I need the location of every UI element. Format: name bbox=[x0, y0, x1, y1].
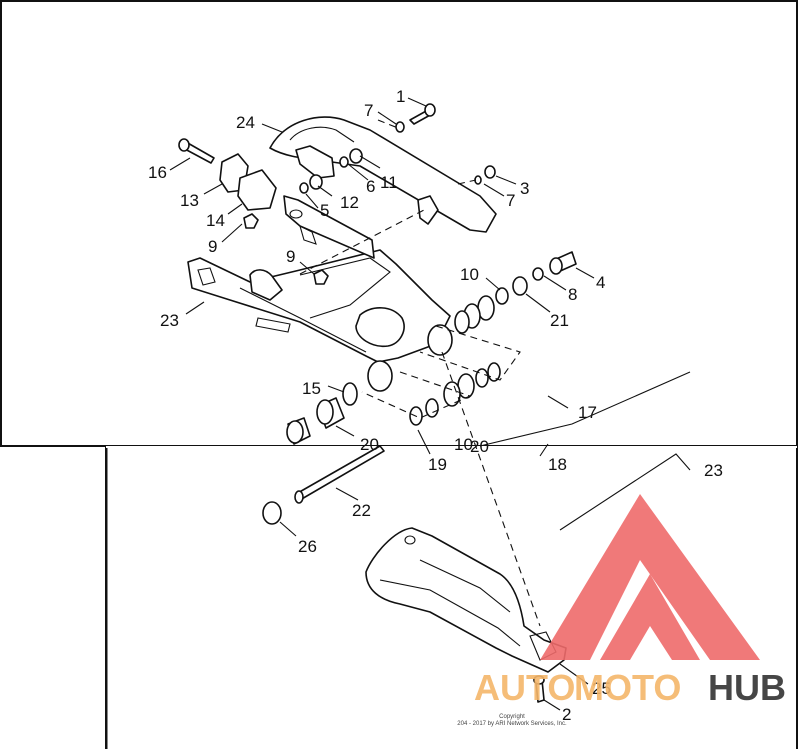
watermark-logo: AUTO MOTO HUB bbox=[474, 494, 786, 708]
callout-labels: 1 7 24 16 13 14 9 9 5 12 6 11 3 7 4 8 10… bbox=[148, 87, 723, 724]
callout-15: 15 bbox=[302, 379, 321, 398]
callout-14: 14 bbox=[206, 211, 225, 230]
copyright-notice: Copyright 204 - 2017 by ARI Network Serv… bbox=[452, 714, 572, 728]
callout-8: 8 bbox=[568, 285, 577, 304]
callout-20: 20 bbox=[360, 435, 379, 454]
logo-text-hub: HUB bbox=[708, 667, 786, 708]
callout-13: 13 bbox=[180, 191, 199, 210]
callout-26: 26 bbox=[298, 537, 317, 556]
callout-22: 22 bbox=[352, 501, 371, 520]
callout-2: 2 bbox=[562, 705, 571, 724]
callout-3: 3 bbox=[520, 179, 529, 198]
callout-10-bottom: 10 bbox=[454, 435, 473, 454]
callout-6: 6 bbox=[366, 177, 375, 196]
copyright-line-1: Copyright bbox=[499, 714, 525, 720]
callout-9-left: 9 bbox=[208, 237, 217, 256]
callout-4: 4 bbox=[596, 273, 605, 292]
logo-text-moto: MOTO bbox=[574, 667, 681, 708]
callout-12: 12 bbox=[340, 193, 359, 212]
callout-9-center: 9 bbox=[286, 247, 295, 266]
callout-25: 25 bbox=[592, 679, 611, 698]
callout-20-partial: 20 bbox=[470, 437, 489, 456]
callout-10-top: 10 bbox=[460, 265, 479, 284]
callout-23-right: 23 bbox=[704, 461, 723, 480]
hardware-parts bbox=[178, 103, 577, 703]
callout-7-top: 7 bbox=[364, 101, 373, 120]
logo-text-auto: AUTO bbox=[474, 667, 575, 708]
callout-21: 21 bbox=[550, 311, 569, 330]
callout-7-right: 7 bbox=[506, 191, 515, 210]
callout-leader-lines bbox=[169, 97, 691, 711]
callout-17: 17 bbox=[578, 403, 597, 422]
callout-24: 24 bbox=[236, 113, 255, 132]
logo-inner-triangle-icon bbox=[600, 574, 700, 660]
assembly-dashed-lines bbox=[299, 119, 541, 627]
callout-23-left: 23 bbox=[160, 311, 179, 330]
callout-5: 5 bbox=[320, 201, 329, 220]
swingarm-part bbox=[187, 195, 453, 392]
callout-11: 11 bbox=[380, 173, 398, 192]
copyright-line-2: 204 - 2017 by ARI Network Services, Inc. bbox=[457, 721, 567, 727]
callout-19: 19 bbox=[428, 455, 447, 474]
callout-16: 16 bbox=[148, 163, 167, 182]
chain-guard-part bbox=[269, 116, 497, 233]
lower-cover-part bbox=[365, 527, 567, 673]
callout-1: 1 bbox=[396, 87, 405, 106]
logo-triangle-icon bbox=[540, 494, 760, 660]
callout-18: 18 bbox=[548, 455, 567, 474]
